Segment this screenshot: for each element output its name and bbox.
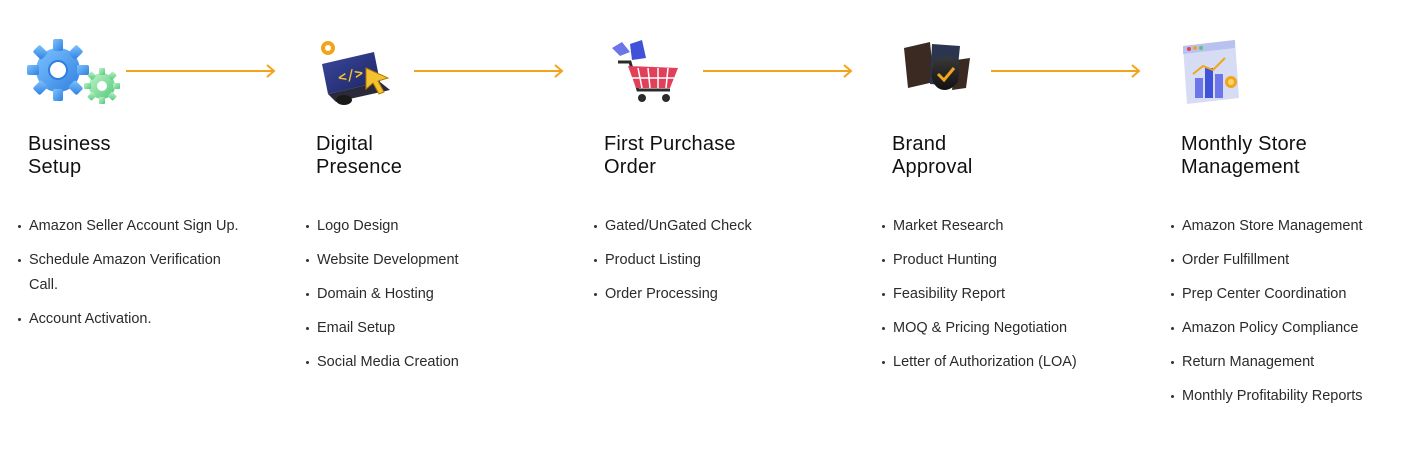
list-item: Order Processing [594,282,844,307]
step-items: Amazon Seller Account Sign Up. Schedule … [18,214,268,341]
step-items: Market Research Product Hunting Feasibil… [882,214,1132,384]
step-title-line2: Presence [316,156,403,178]
laptop-code-icon: </> [314,38,410,108]
step-title: Digital Presence [316,133,556,179]
list-item: Domain & Hosting [306,282,556,307]
list-item: Order Fulfillment [1171,248,1415,273]
list-item: Email Setup [306,316,556,341]
list-item: Letter of Authorization (LOA) [882,350,1132,375]
analytics-chart-icon [1179,38,1275,108]
gears-icon [24,38,120,108]
list-item: Account Activation. [18,307,268,332]
arrow-right-icon [414,63,566,79]
step-title: Monthly Store Management [1181,133,1415,179]
shopping-cart-icon [608,38,704,108]
step-title: Business Setup [28,133,268,179]
step-title-line1: Business [28,133,111,155]
list-item: Market Research [882,214,1132,239]
step-title: First Purchase Order [604,133,844,179]
list-item: Return Management [1171,350,1415,375]
step-monthly-store-management: Monthly Store Management Amazon Store Ma… [1153,0,1415,473]
step-title-line1: First Purchase [604,133,736,155]
step-brand-approval: Brand Approval Market Research Product H… [864,0,1144,473]
step-title-line2: Order [604,156,657,178]
step-title-line2: Setup [28,156,82,178]
step-items: Logo Design Website Development Domain &… [306,214,556,384]
list-item: MOQ & Pricing Negotiation [882,316,1132,341]
svg-text:</>: </> [337,65,365,86]
arrow-right-icon [703,63,855,79]
list-item: Product Hunting [882,248,1132,273]
step-items: Gated/UnGated Check Product Listing Orde… [594,214,844,316]
arrow-right-icon [126,63,278,79]
list-item: Feasibility Report [882,282,1132,307]
step-title-line2: Approval [892,156,973,178]
step-first-purchase-order: First Purchase Order Gated/UnGated Check… [576,0,856,473]
list-item: Amazon Store Management [1171,214,1415,239]
step-title-line1: Monthly Store [1181,133,1307,155]
shield-check-icon [894,38,990,108]
list-item: Gated/UnGated Check [594,214,844,239]
list-item: Amazon Seller Account Sign Up. [18,214,268,239]
list-item: Schedule Amazon Verification Call. [18,248,253,297]
step-items: Amazon Store Management Order Fulfillmen… [1171,214,1415,418]
list-item: Logo Design [306,214,556,239]
step-digital-presence: </> Digital Presence Logo Design Website… [288,0,568,473]
list-item: Product Listing [594,248,844,273]
list-item: Prep Center Coordination [1171,282,1415,307]
list-item: Social Media Creation [306,350,556,375]
step-title-line1: Brand [892,133,947,155]
step-title: Brand Approval [892,133,1132,179]
list-item: Monthly Profitability Reports [1171,384,1415,409]
arrow-right-icon [991,63,1143,79]
step-business-setup: Business Setup Amazon Seller Account Sig… [0,0,280,473]
list-item: Website Development [306,248,556,273]
list-item: Amazon Policy Compliance [1171,316,1415,341]
step-title-line1: Digital [316,133,373,155]
step-title-line2: Management [1181,156,1300,178]
